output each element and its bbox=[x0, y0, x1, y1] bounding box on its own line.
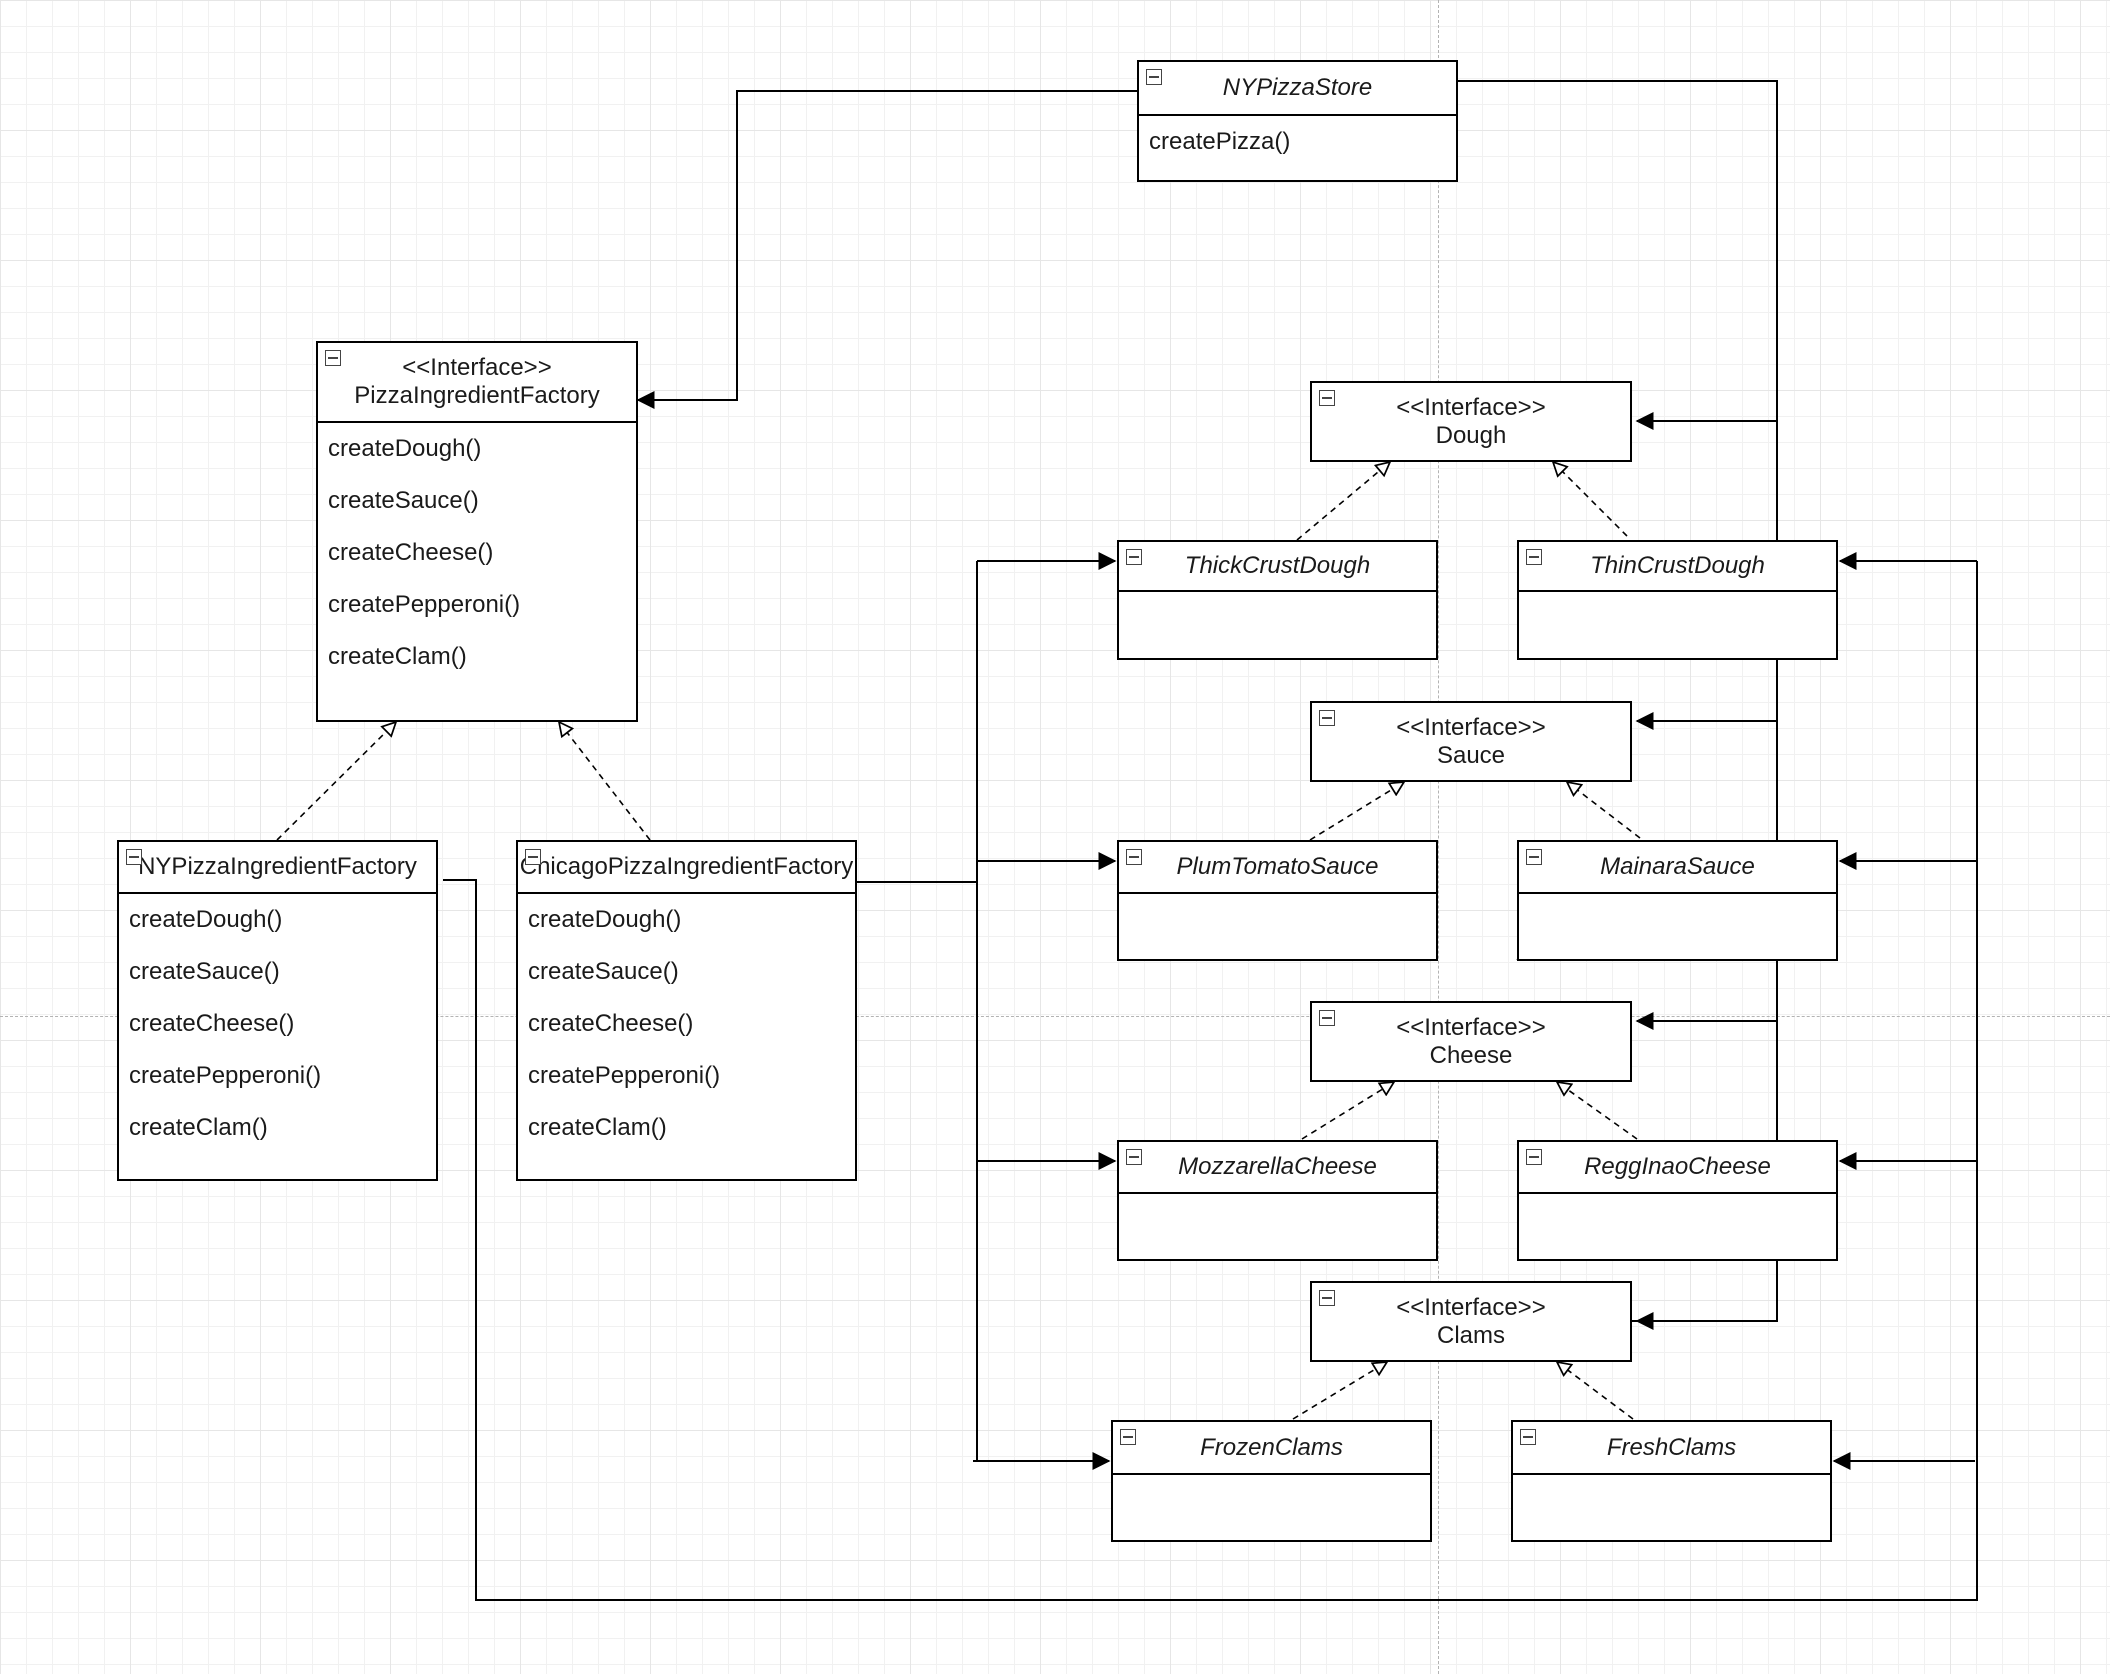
method-create-pepperoni: createPepperoni() bbox=[328, 591, 521, 618]
method-create-pizza: createPizza() bbox=[1149, 128, 1291, 155]
class-name: ChicagoPizzaIngredientFactory bbox=[519, 853, 854, 880]
class-name: FrozenClams bbox=[1200, 1433, 1343, 1461]
class-ny-pizza-store[interactable]: NYPizzaStore createPizza() bbox=[1137, 60, 1458, 182]
interface-name: Dough bbox=[1435, 421, 1507, 449]
class-fresh-clams[interactable]: FreshClams bbox=[1511, 1420, 1832, 1542]
class-name: NYPizzaStore bbox=[1222, 74, 1373, 101]
stereotype-label: <<Interface>> bbox=[1396, 1013, 1546, 1041]
realization-ny-factory bbox=[276, 722, 396, 841]
collapse-icon[interactable] bbox=[1319, 710, 1335, 726]
class-name: MainaraSauce bbox=[1600, 853, 1755, 880]
class-name: FreshClams bbox=[1606, 1433, 1737, 1461]
method-create-dough: createDough() bbox=[129, 906, 283, 933]
interface-name: Clams bbox=[1436, 1321, 1505, 1349]
collapse-icon[interactable] bbox=[1526, 849, 1542, 865]
class-name: ReggInaoCheese bbox=[1584, 1153, 1771, 1180]
method-create-clam: createClam() bbox=[328, 643, 467, 670]
method-create-sauce: createSauce() bbox=[129, 958, 280, 985]
class-thin-crust-dough[interactable]: ThinCrustDough bbox=[1517, 540, 1838, 660]
method-create-cheese: createCheese() bbox=[129, 1010, 295, 1037]
class-chicago-pizza-ingredient-factory[interactable]: ChicagoPizzaIngredientFactory createDoug… bbox=[516, 840, 857, 1181]
stereotype-label: <<Interface>> bbox=[1396, 393, 1546, 421]
method-create-sauce: createSauce() bbox=[528, 958, 679, 985]
collapse-icon[interactable] bbox=[1526, 1149, 1542, 1165]
method-create-pepperoni: createPepperoni() bbox=[129, 1062, 322, 1089]
collapse-icon[interactable] bbox=[1146, 69, 1162, 85]
realization-thickcrust-dough bbox=[1296, 462, 1390, 541]
collapse-icon[interactable] bbox=[1526, 549, 1542, 565]
class-name: NYPizzaIngredientFactory bbox=[138, 853, 417, 880]
class-thick-crust-dough[interactable]: ThickCrustDough bbox=[1117, 540, 1438, 660]
connector-chicago-trunk bbox=[973, 561, 978, 1462]
collapse-icon[interactable] bbox=[1319, 1010, 1335, 1026]
class-mozzarella-cheese[interactable]: MozzarellaCheese bbox=[1117, 1140, 1438, 1261]
collapse-icon[interactable] bbox=[1126, 549, 1142, 565]
class-plum-tomato-sauce[interactable]: PlumTomatoSauce bbox=[1117, 840, 1438, 961]
realization-freshclams-clams bbox=[1557, 1362, 1634, 1420]
stereotype-label: <<Interface>> bbox=[1396, 1293, 1546, 1321]
interface-clams[interactable]: <<Interface>> Clams bbox=[1310, 1281, 1632, 1362]
stereotype-label: <<Interface>> bbox=[1396, 713, 1546, 741]
class-name: ThickCrustDough bbox=[1184, 552, 1371, 579]
realization-thincrust-dough bbox=[1553, 462, 1628, 537]
collapse-icon[interactable] bbox=[1126, 1149, 1142, 1165]
realization-plumtomato-sauce bbox=[1309, 782, 1404, 841]
realization-frozenclams-clams bbox=[1292, 1362, 1387, 1420]
stereotype-label: <<Interface>> bbox=[402, 354, 552, 381]
interface-cheese[interactable]: <<Interface>> Cheese bbox=[1310, 1001, 1632, 1082]
realization-mozzarella-cheese bbox=[1301, 1082, 1394, 1140]
interface-pizza-ingredient-factory[interactable]: <<Interface>> PizzaIngredientFactory cre… bbox=[316, 341, 638, 722]
method-create-dough: createDough() bbox=[328, 435, 482, 462]
class-name: PlumTomatoSauce bbox=[1176, 853, 1379, 880]
collapse-icon[interactable] bbox=[525, 849, 541, 865]
collapse-icon[interactable] bbox=[1120, 1429, 1136, 1445]
collapse-icon[interactable] bbox=[126, 849, 142, 865]
class-name: MozzarellaCheese bbox=[1178, 1153, 1377, 1180]
vertical-guide-line bbox=[1438, 0, 1439, 1674]
interface-sauce[interactable]: <<Interface>> Sauce bbox=[1310, 701, 1632, 782]
method-create-clam: createClam() bbox=[129, 1114, 268, 1141]
class-name: ThinCrustDough bbox=[1590, 552, 1765, 579]
class-mainara-sauce[interactable]: MainaraSauce bbox=[1517, 840, 1838, 961]
method-create-cheese: createCheese() bbox=[328, 539, 494, 566]
method-create-cheese: createCheese() bbox=[528, 1010, 694, 1037]
method-create-dough: createDough() bbox=[528, 906, 682, 933]
realization-regginao-cheese bbox=[1557, 1082, 1638, 1140]
interface-name: PizzaIngredientFactory bbox=[354, 382, 600, 409]
class-ny-pizza-ingredient-factory[interactable]: NYPizzaIngredientFactory createDough() c… bbox=[117, 840, 438, 1181]
realization-chicago-factory bbox=[559, 722, 651, 841]
collapse-icon[interactable] bbox=[1319, 1290, 1335, 1306]
collapse-icon[interactable] bbox=[1520, 1429, 1536, 1445]
interface-name: Cheese bbox=[1429, 1041, 1513, 1069]
collapse-icon[interactable] bbox=[325, 350, 341, 366]
class-frozen-clams[interactable]: FrozenClams bbox=[1111, 1420, 1432, 1542]
method-create-sauce: createSauce() bbox=[328, 487, 479, 514]
interface-name: Sauce bbox=[1436, 741, 1506, 769]
class-regginao-cheese[interactable]: ReggInaoCheese bbox=[1517, 1140, 1838, 1261]
method-create-clam: createClam() bbox=[528, 1114, 667, 1141]
collapse-icon[interactable] bbox=[1126, 849, 1142, 865]
connector-store-to-factory bbox=[636, 90, 1137, 409]
collapse-icon[interactable] bbox=[1319, 390, 1335, 406]
interface-dough[interactable]: <<Interface>> Dough bbox=[1310, 381, 1632, 462]
realization-mainara-sauce bbox=[1567, 782, 1641, 839]
method-create-pepperoni: createPepperoni() bbox=[528, 1062, 721, 1089]
